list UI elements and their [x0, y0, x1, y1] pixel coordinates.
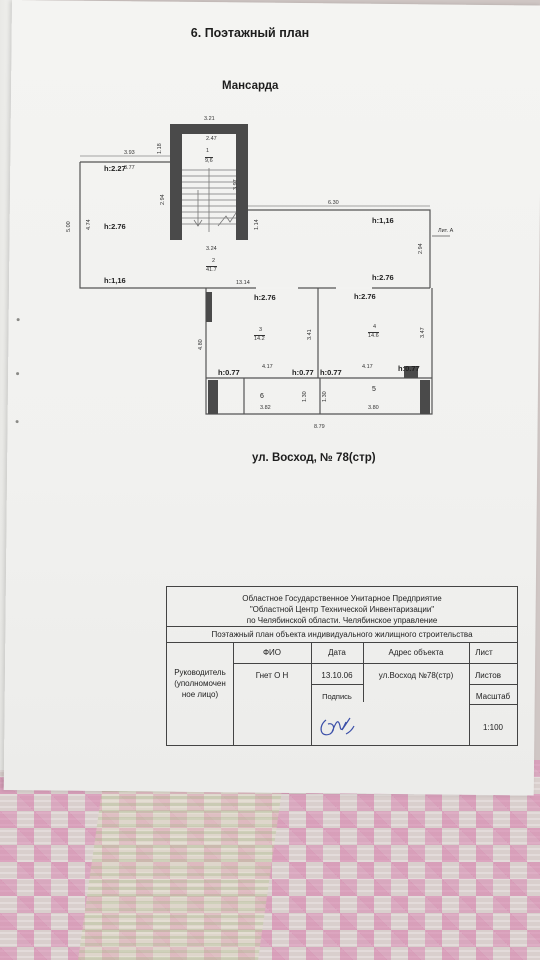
- plan-title: Поэтажный план объекта индивидуального ж…: [167, 627, 517, 643]
- dim-label: 4.80: [198, 339, 204, 350]
- table-divider: [469, 663, 517, 664]
- height-label: h:2.27: [104, 164, 126, 173]
- height-label: h:0.77: [398, 364, 420, 373]
- fio-header: ФИО: [262, 648, 282, 657]
- org-line: по Челябинской области. Челябинское упра…: [246, 616, 438, 625]
- handwritten-signature: [320, 717, 355, 736]
- address-header: Адрес объекта: [388, 648, 444, 657]
- role-line: (уполномочен: [174, 679, 226, 688]
- table-divider: [469, 642, 470, 745]
- room-area: 14.2: [254, 335, 265, 342]
- room-number: 2: [212, 258, 216, 264]
- dim-label: 2.94: [418, 243, 424, 254]
- height-label: h:2.76: [354, 292, 376, 301]
- height-label: h:1,16: [372, 216, 394, 225]
- height-label: h:0.77: [320, 368, 342, 377]
- fio-value: Гнет О Н: [255, 671, 289, 680]
- dim-label: 1.14: [254, 219, 260, 230]
- table-divider: [311, 642, 312, 745]
- table-divider: [311, 684, 363, 685]
- dim-label: 6.30: [328, 200, 339, 206]
- height-label: h:2.76: [372, 273, 394, 282]
- dim-label: 1.30: [322, 391, 328, 402]
- table-divider: [469, 684, 517, 685]
- dim-label: 3.97: [233, 179, 239, 190]
- height-label: h:0.77: [218, 368, 240, 377]
- height-label: h:1,16: [104, 276, 126, 285]
- room-area: 9,6: [205, 157, 213, 164]
- org-line: Областное Государственное Унитарное Пред…: [242, 594, 442, 603]
- floor-subtitle: Мансарда: [222, 80, 279, 92]
- dim-label: 1.18: [157, 143, 163, 154]
- dim-label: 5.00: [66, 221, 72, 232]
- room-number: 3: [259, 327, 263, 333]
- room-number: 1: [206, 148, 210, 154]
- dim-label: 4.17: [362, 364, 373, 370]
- dim-label: 2.94: [160, 194, 166, 205]
- table-divider: [233, 663, 469, 664]
- dim-label: 2.47: [206, 136, 217, 142]
- dim-label: 3.82: [260, 405, 271, 411]
- scale-value: 1:100: [482, 723, 504, 732]
- organization-header: Областное Государственное Унитарное Пред…: [167, 587, 517, 627]
- table-divider: [233, 642, 234, 745]
- signature-label: Подпись: [322, 692, 352, 701]
- dim-label: 3.93: [124, 150, 135, 156]
- dim-label: 3.80: [368, 405, 379, 411]
- address-value: ул.Восход №78(стр): [378, 671, 454, 680]
- dim-label: 3.47: [420, 327, 426, 338]
- sheet-header: Лист: [475, 648, 493, 657]
- org-line: "Областной Центр Технической Инвентариза…: [249, 605, 435, 614]
- height-label: h:2.76: [254, 293, 276, 302]
- dim-label: 3.21: [204, 116, 215, 122]
- dim-label: 3.41: [307, 329, 313, 340]
- object-address: ул. Восход, № 78(стр): [252, 452, 376, 464]
- room-area: 14.6: [368, 332, 379, 339]
- height-label: h:0.77: [292, 368, 314, 377]
- room-number: 4: [373, 324, 377, 330]
- dim-label: 4.17: [262, 364, 273, 370]
- dim-label: 4.74: [86, 219, 92, 230]
- room-number: 6: [260, 393, 264, 400]
- scale-header: Масштаб: [475, 692, 511, 701]
- title-block: Областное Государственное Унитарное Пред…: [166, 586, 518, 746]
- role-line: ное лицо): [181, 690, 219, 699]
- document-title: 6. Поэтажный план: [190, 26, 310, 40]
- role-label: Руководитель (уполномочен ное лицо): [167, 667, 233, 700]
- table-divider: [363, 642, 364, 702]
- table-divider: [469, 704, 517, 705]
- height-label: h:2.76: [104, 222, 126, 231]
- dim-label: 1.30: [302, 391, 308, 402]
- dim-label: 3.77: [124, 165, 135, 171]
- dim-label: 3.24: [206, 246, 217, 252]
- dim-label: 13.14: [236, 280, 250, 286]
- lit-label: Лит. А: [438, 228, 454, 234]
- dim-label: 8.79: [314, 424, 325, 430]
- date-header: Дата: [328, 648, 346, 657]
- sheets-header: Листов: [475, 671, 501, 680]
- room-area: 41.7: [206, 266, 217, 273]
- date-value: 13.10.06: [321, 671, 353, 680]
- role-line: Руководитель: [174, 668, 226, 677]
- room-number: 5: [372, 386, 376, 393]
